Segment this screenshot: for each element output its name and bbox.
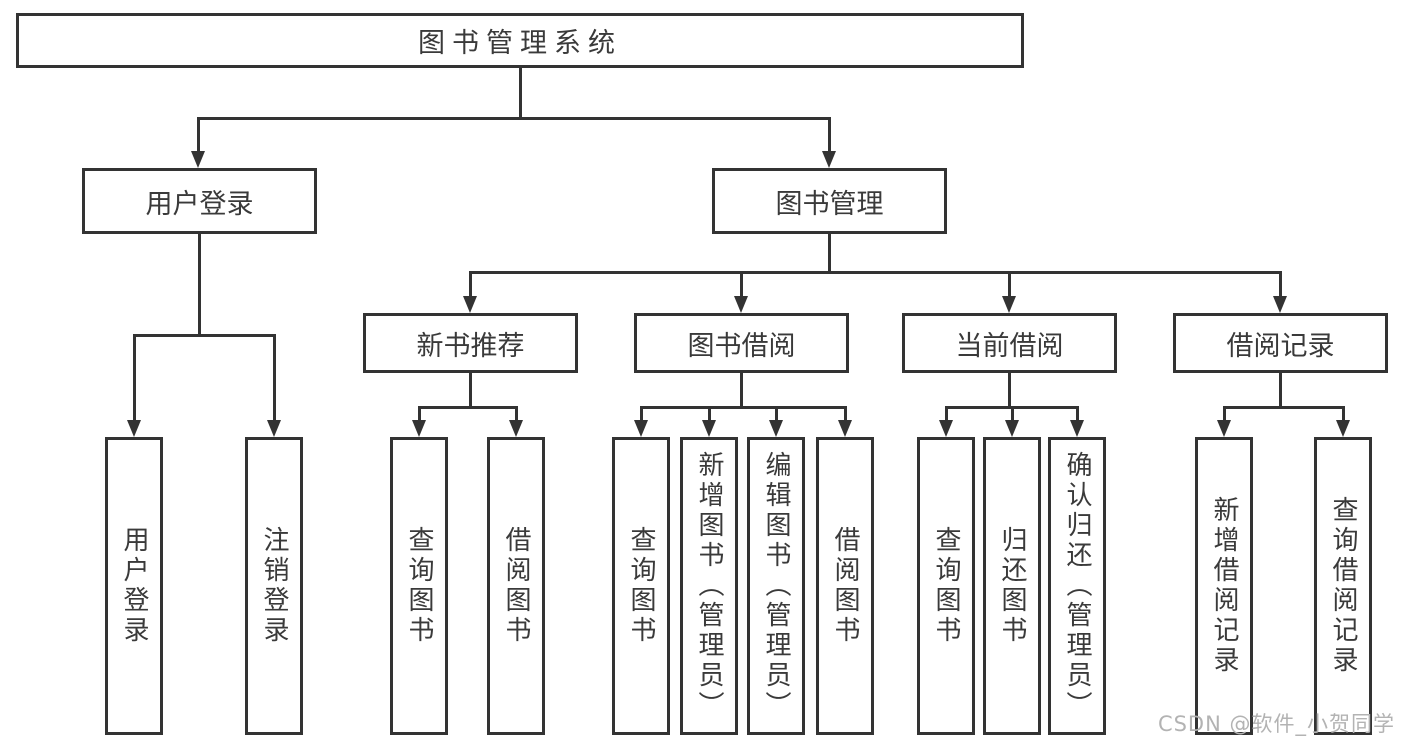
arrowhead <box>412 420 426 437</box>
connector <box>418 406 421 422</box>
connector <box>945 406 948 422</box>
arrowhead <box>702 420 716 437</box>
connector <box>1223 406 1226 422</box>
arrowhead <box>267 420 281 437</box>
leaf-label: 借阅图书 <box>501 526 531 646</box>
connector <box>133 334 136 422</box>
connector <box>1008 373 1011 409</box>
connector <box>828 234 831 274</box>
connector <box>197 117 200 153</box>
connector <box>1011 406 1014 422</box>
connector <box>469 373 472 409</box>
connector <box>515 406 518 422</box>
arrowhead <box>939 420 953 437</box>
leaf-label: 用户登录 <box>119 526 149 646</box>
connector <box>1076 406 1079 422</box>
watermark: CSDN @软件_小贺同学 <box>1157 712 1395 736</box>
leaf-label: 确认归还（管理员） <box>1062 451 1092 721</box>
connector <box>775 406 778 422</box>
leaf-label: 查询图书 <box>931 526 961 646</box>
node-borrowing-records: 借阅记录 <box>1173 313 1388 373</box>
leaf-confirm-return-admin: 确认归还（管理员） <box>1048 437 1106 735</box>
arrowhead <box>734 296 748 313</box>
arrowhead <box>822 151 836 168</box>
node-book-borrowing: 图书借阅 <box>634 313 849 373</box>
leaf-label: 查询图书 <box>626 526 656 646</box>
arrowhead <box>1217 420 1231 437</box>
leaf-label: 编辑图书（管理员） <box>761 451 791 721</box>
node-user-login: 用户登录 <box>82 168 317 234</box>
leaf-add-books-admin: 新增图书（管理员） <box>680 437 738 735</box>
arrowhead <box>1336 420 1350 437</box>
connector <box>519 67 522 118</box>
connector <box>844 406 847 422</box>
arrowhead <box>769 420 783 437</box>
connector <box>1342 406 1345 422</box>
leaf-label: 归还图书 <box>997 526 1027 646</box>
leaf-borrow-books: 借阅图书 <box>816 437 874 735</box>
leaf-edit-books-admin: 编辑图书（管理员） <box>747 437 805 735</box>
arrowhead <box>1002 296 1016 313</box>
connector <box>418 406 518 409</box>
node-root: 图书管理系统 <box>16 13 1024 68</box>
leaf-return-books: 归还图书 <box>983 437 1041 735</box>
connector <box>198 234 201 336</box>
leaf-query-books-current: 查询图书 <box>917 437 975 735</box>
leaf-label: 查询图书 <box>404 526 434 646</box>
connector <box>640 406 643 422</box>
connector <box>273 334 276 422</box>
connector <box>740 271 743 298</box>
leaf-query-books-borrowing: 查询图书 <box>612 437 670 735</box>
arrowhead <box>1273 296 1287 313</box>
arrowhead <box>1005 420 1019 437</box>
connector <box>197 117 831 120</box>
leaf-user-login: 用户登录 <box>105 437 163 735</box>
connector <box>1223 406 1344 409</box>
leaf-query-books-recommend: 查询图书 <box>390 437 448 735</box>
arrowhead <box>509 420 523 437</box>
leaf-add-borrow-record: 新增借阅记录 <box>1195 437 1253 735</box>
leaf-label: 查询借阅记录 <box>1328 496 1358 676</box>
connector <box>740 373 743 409</box>
leaf-logout: 注销登录 <box>245 437 303 735</box>
connector <box>708 406 711 422</box>
leaf-borrow-books-recommend: 借阅图书 <box>487 437 545 735</box>
node-book-management: 图书管理 <box>712 168 947 234</box>
connector <box>469 271 1282 274</box>
leaf-label: 新增借阅记录 <box>1209 496 1239 676</box>
connector <box>469 271 472 298</box>
connector <box>828 117 831 153</box>
leaf-label: 借阅图书 <box>830 526 860 646</box>
arrowhead <box>127 420 141 437</box>
connector <box>133 334 276 337</box>
connector <box>1279 271 1282 298</box>
leaf-label: 新增图书（管理员） <box>694 451 724 721</box>
arrowhead <box>634 420 648 437</box>
connector <box>640 406 846 409</box>
node-current-borrowing: 当前借阅 <box>902 313 1117 373</box>
connector <box>1279 373 1282 409</box>
node-new-book-recommend: 新书推荐 <box>363 313 578 373</box>
arrowhead <box>463 296 477 313</box>
arrowhead <box>191 151 205 168</box>
arrowhead <box>1070 420 1084 437</box>
leaf-label: 注销登录 <box>259 526 289 646</box>
arrowhead <box>838 420 852 437</box>
leaf-query-borrow-record: 查询借阅记录 <box>1314 437 1372 735</box>
connector <box>1008 271 1011 298</box>
